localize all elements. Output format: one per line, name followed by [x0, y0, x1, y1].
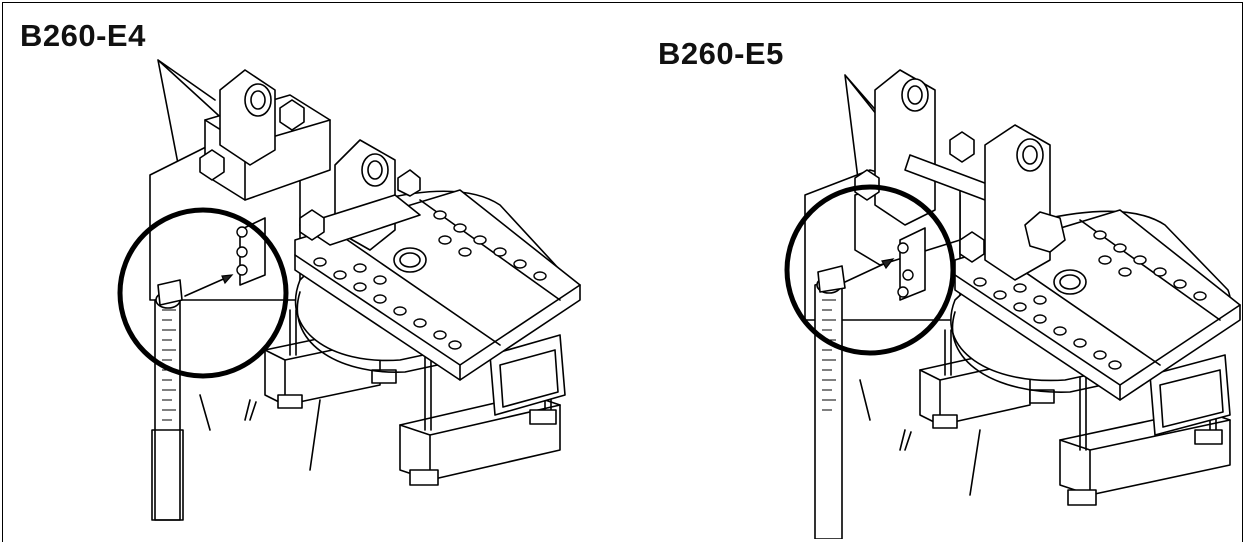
clamp-blocks [199, 69, 421, 286]
model-label-e4: B260-E4 [20, 18, 146, 53]
fixture-assembly-e4 [117, 59, 581, 521]
plate-holes [313, 210, 547, 350]
detail-circle-e5 [784, 184, 956, 356]
model-label-e5: B260-E5 [658, 36, 784, 71]
lower-clamp-right [919, 329, 1231, 506]
dial-gauge-e4 [151, 274, 234, 521]
lower-clamp-left [264, 309, 566, 486]
detail-circle-e4 [117, 207, 289, 379]
plate-holes [973, 230, 1207, 370]
clamp-blocks [854, 69, 1066, 301]
fixture-assembly-e5 [784, 69, 1241, 539]
